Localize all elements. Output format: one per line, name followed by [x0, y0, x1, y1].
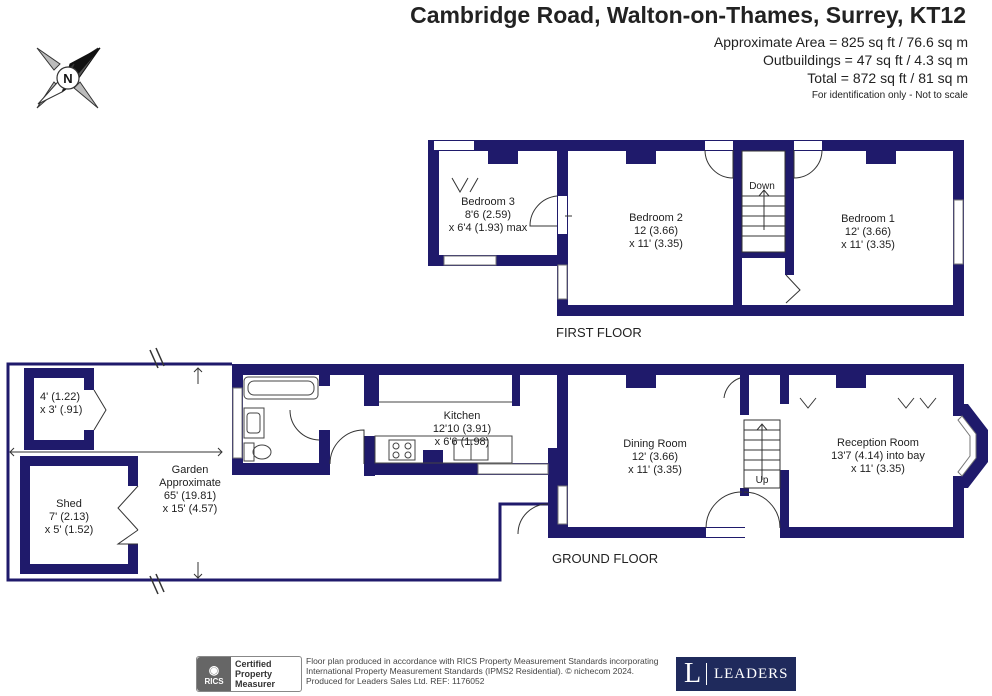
first-floor-door-swings: [451, 149, 823, 304]
bedroom3-dim2: x 6'4 (1.93) max: [448, 222, 528, 234]
first-floor-stairs: [741, 150, 786, 253]
garden-approx: Approximate: [159, 477, 221, 489]
shed-label: Shed 7' (2.13) x 5' (1.52): [45, 498, 94, 537]
footer-notice: Floor plan produced in accordance with R…: [306, 656, 658, 686]
reception-room-dim2: x 11' (3.35): [851, 463, 905, 475]
footer-line3: Produced for Leaders Sales Ltd. REF: 117…: [306, 676, 485, 686]
bedroom1-name: Bedroom 1: [841, 213, 895, 225]
first-floor-label: FIRST FLOOR: [556, 325, 642, 340]
ground-floor-windows: [232, 387, 568, 525]
garden-dim2: x 15' (4.57): [162, 503, 218, 515]
garden-name: Garden: [171, 464, 209, 476]
bedroom2-name: Bedroom 2: [629, 212, 683, 224]
ground-floor-door-swings: [93, 377, 937, 545]
ground-floor-label: GROUND FLOOR: [552, 551, 659, 566]
rics-line3: Measurer: [235, 679, 276, 689]
shed-name: Shed: [56, 498, 82, 510]
rics-logo-icon: ◉: [208, 663, 220, 677]
bedroom1-label: Bedroom 1 12' (3.66) x 11' (3.35): [841, 213, 895, 252]
kitchen-name: Kitchen: [443, 410, 481, 422]
bedroom2-dim1: 12 (3.66): [633, 225, 679, 237]
store-dim1: 4' (1.22): [40, 391, 81, 403]
bedroom3-dim1: 8'6 (2.59): [464, 209, 512, 221]
approx-area: Approximate Area = 825 sq ft / 76.6 sq m: [713, 34, 968, 50]
garden-dim1: 65' (19.81): [163, 490, 217, 502]
bedroom2-dim2: x 11' (3.35): [629, 238, 683, 250]
rics-line2: Property: [235, 669, 273, 679]
reception-room-name: Reception Room: [837, 437, 919, 449]
rics-badge: ◉ RICS Certified Property Measurer: [196, 656, 302, 692]
compass-north-label: N: [63, 71, 72, 86]
bedroom1-dim2: x 11' (3.35): [841, 239, 895, 251]
kitchen-dim2: x 6'6 (1.98): [434, 436, 490, 448]
stairs-down-label: Down: [749, 181, 775, 192]
reception-room-label: Reception Room 13'7 (4.14) into bay x 11…: [831, 437, 925, 476]
outbuildings-area: Outbuildings = 47 sq ft / 4.3 sq m: [762, 52, 968, 68]
first-floor-windows: [443, 199, 964, 300]
store-dim2: x 3' (.91): [40, 404, 83, 416]
stairs-up-label: Up: [755, 475, 769, 486]
reception-bay-window: [953, 404, 988, 488]
leaders-logo-letter: L: [684, 658, 702, 689]
bedroom3-label: Bedroom 3 8'6 (2.59) x 6'4 (1.93) max: [449, 196, 528, 235]
total-area: Total = 872 sq ft / 81 sq m: [807, 70, 968, 86]
dining-room-label: Dining Room 12' (3.66) x 11' (3.35): [623, 438, 687, 477]
shed-dim2: x 5' (1.52): [44, 524, 94, 536]
leaders-logo-name: LEADERS: [714, 666, 789, 682]
kitchen-dim1: 12'10 (3.91): [432, 423, 492, 435]
compass-icon: N: [36, 47, 101, 109]
store-label: 4' (1.22) x 3' (.91): [40, 391, 82, 417]
leaders-logo-divider: [706, 663, 707, 685]
leaders-logo: L LEADERS: [676, 657, 796, 691]
kitchen-fixtures: [374, 401, 513, 464]
dining-room-name: Dining Room: [623, 438, 687, 450]
rics-cert-text: Certified Property Measurer: [235, 659, 275, 689]
garden-markers: [9, 347, 223, 595]
reception-room-dim1: 13'7 (4.14) into bay: [831, 450, 925, 462]
garden-label: Garden Approximate 65' (19.81) x 15' (4.…: [159, 464, 221, 516]
footer-line1: Floor plan produced in accordance with R…: [306, 656, 659, 666]
dining-room-dim1: 12' (3.66): [631, 451, 679, 463]
footer-line2: International Property Measurement Stand…: [306, 666, 635, 676]
dining-room-dim2: x 11' (3.35): [628, 464, 682, 476]
disclaimer: For identification only - Not to scale: [811, 90, 968, 101]
bedroom2-label: Bedroom 2 12 (3.66) x 11' (3.35): [629, 212, 683, 251]
kitchen-label: Kitchen 12'10 (3.91) x 6'6 (1.98): [433, 410, 491, 449]
bathroom-fixtures: [243, 376, 319, 462]
first-floor-door-openings: [434, 141, 822, 303]
bedroom3-name: Bedroom 3: [461, 196, 515, 208]
property-title: Cambridge Road, Walton-on-Thames, Surrey…: [410, 2, 966, 28]
garden-boundary: [6, 362, 548, 582]
ground-floor-stairs: [743, 419, 781, 489]
rics-logo: ◉ RICS: [197, 657, 231, 691]
bedroom1-dim1: 12' (3.66): [844, 226, 892, 238]
rics-logo-text: RICS: [204, 677, 224, 686]
shed-dim1: 7' (2.13): [48, 511, 90, 523]
rics-line1: Certified: [235, 659, 272, 669]
